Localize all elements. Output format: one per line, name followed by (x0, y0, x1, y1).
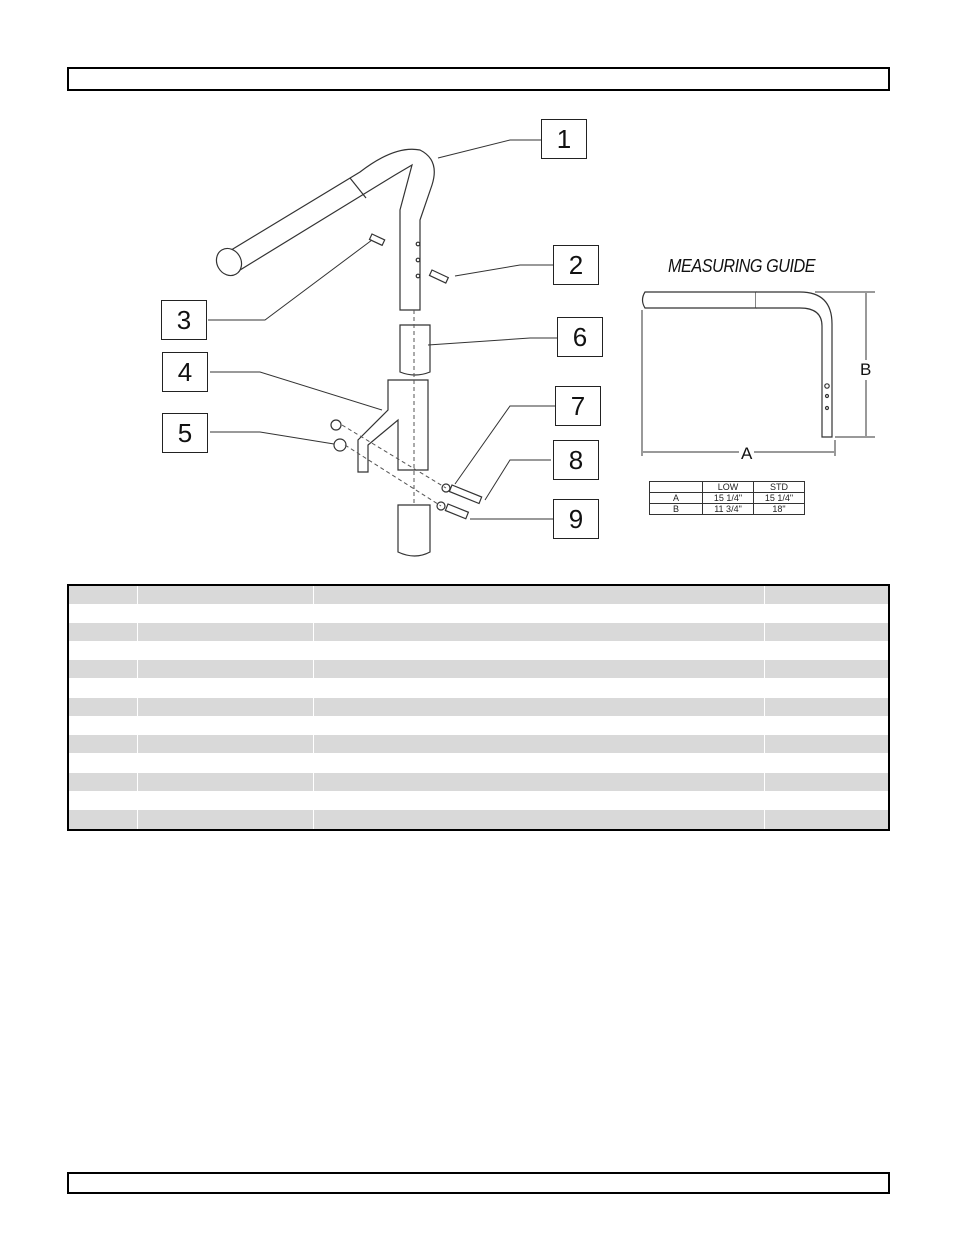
cell-item (69, 753, 137, 773)
cell-description (313, 753, 764, 773)
callout-8: 8 (553, 440, 599, 480)
cell-qty (764, 810, 888, 829)
table-row (69, 735, 888, 753)
cell-qty (764, 641, 888, 660)
cell-qty (764, 586, 888, 604)
cell-item (69, 678, 137, 698)
table-row (69, 586, 888, 604)
cell-part (137, 660, 313, 678)
page-header-box (67, 67, 890, 91)
cell-description (313, 623, 764, 641)
cell-part (137, 586, 313, 604)
cell-part (137, 810, 313, 829)
table-row (69, 641, 888, 660)
cell-qty (764, 773, 888, 791)
cell-description (313, 791, 764, 810)
cell-item (69, 586, 137, 604)
table-row (69, 753, 888, 773)
row-label: B (649, 503, 703, 515)
cell-description (313, 773, 764, 791)
callout-6: 6 (557, 317, 603, 357)
header-cell-std: STD (753, 481, 805, 493)
cell-item (69, 773, 137, 791)
cell-part (137, 773, 313, 791)
cell-part (137, 753, 313, 773)
cell-item (69, 698, 137, 716)
cell-qty (764, 791, 888, 810)
cell-item (69, 735, 137, 753)
cell-item (69, 660, 137, 678)
table-row (69, 698, 888, 716)
cell-part (137, 641, 313, 660)
measuring-table-header: LOW STD (649, 481, 805, 493)
std-value: 15 1/4" (753, 492, 805, 504)
measuring-guide-table: LOW STD A 15 1/4" 15 1/4" B 11 3/4" 18" (649, 481, 805, 515)
measuring-table-row: A 15 1/4" 15 1/4" (649, 492, 805, 504)
exploded-parts-diagram: 1 2 3 4 5 6 7 8 9 MEASURING GUIDE A B LO… (0, 0, 954, 580)
callout-7: 7 (555, 386, 601, 426)
cell-description (313, 604, 764, 623)
measuring-guide-title: MEASURING GUIDE (668, 256, 816, 276)
table-row (69, 773, 888, 791)
cell-qty (764, 678, 888, 698)
cell-part (137, 791, 313, 810)
low-value: 15 1/4" (702, 492, 754, 504)
callout-5: 5 (162, 413, 208, 453)
cell-item (69, 623, 137, 641)
cell-qty (764, 753, 888, 773)
dimension-a-label: A (739, 444, 755, 464)
table-row (69, 604, 888, 623)
armrest-exploded-view-icon (208, 139, 875, 557)
callout-4: 4 (162, 352, 208, 392)
cell-part (137, 716, 313, 735)
table-row (69, 678, 888, 698)
cell-item (69, 604, 137, 623)
row-label: A (649, 492, 703, 504)
measuring-table-row: B 11 3/4" 18" (649, 503, 805, 515)
cell-description (313, 641, 764, 660)
cell-item (69, 810, 137, 829)
table-row (69, 791, 888, 810)
low-value: 11 3/4" (702, 503, 754, 515)
parts-list-table (67, 584, 890, 831)
cell-part (137, 698, 313, 716)
cell-qty (764, 698, 888, 716)
table-row (69, 660, 888, 678)
cell-item (69, 716, 137, 735)
dimension-b-label: B (858, 360, 874, 380)
cell-description (313, 735, 764, 753)
cell-part (137, 678, 313, 698)
callout-3: 3 (161, 300, 207, 340)
cell-part (137, 735, 313, 753)
page-footer-box (67, 1172, 890, 1194)
table-row (69, 810, 888, 829)
cell-description (313, 698, 764, 716)
cell-part (137, 604, 313, 623)
header-cell (649, 481, 703, 493)
cell-item (69, 791, 137, 810)
table-row (69, 623, 888, 641)
callout-2: 2 (553, 245, 599, 285)
cell-description (313, 810, 764, 829)
cell-qty (764, 623, 888, 641)
table-row (69, 716, 888, 735)
header-cell-low: LOW (702, 481, 754, 493)
cell-qty (764, 604, 888, 623)
cell-description (313, 660, 764, 678)
callout-1: 1 (541, 119, 587, 159)
cell-description (313, 678, 764, 698)
std-value: 18" (753, 503, 805, 515)
cell-item (69, 641, 137, 660)
cell-qty (764, 735, 888, 753)
cell-qty (764, 716, 888, 735)
cell-description (313, 716, 764, 735)
cell-part (137, 623, 313, 641)
callout-9: 9 (553, 499, 599, 539)
cell-qty (764, 660, 888, 678)
cell-description (313, 586, 764, 604)
